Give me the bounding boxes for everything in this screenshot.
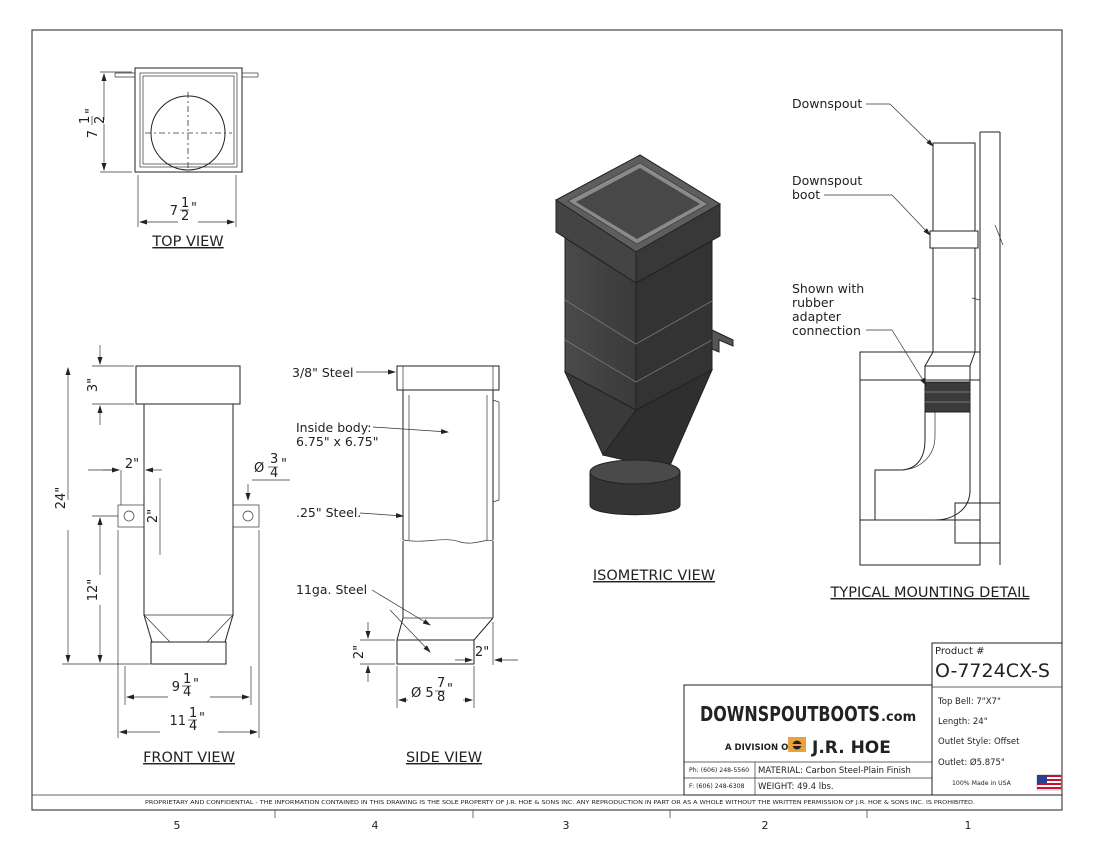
svg-text:9: 9 bbox=[172, 680, 180, 695]
svg-text:": " bbox=[199, 711, 205, 726]
top-view-title: TOP VIEW bbox=[151, 234, 223, 250]
side-view-offset-dimension: 2" bbox=[475, 645, 489, 660]
svg-text:11: 11 bbox=[169, 714, 186, 729]
material-spec: MATERIAL: Carbon Steel-Plain Finish bbox=[758, 766, 911, 776]
front-view-bell-dimension: 3" bbox=[86, 378, 101, 392]
svg-text:1: 1 bbox=[181, 196, 189, 211]
side-view-outlet-height-dimension: 2" bbox=[352, 645, 367, 659]
brand-logo: DOWNSPOUTBOOTS .com A DIVISION OF J.R. H… bbox=[700, 702, 916, 758]
mounting-label-adapter-line2: rubber bbox=[792, 295, 835, 310]
side-label-body-steel: .25" Steel. bbox=[296, 505, 361, 520]
front-view-title: FRONT VIEW bbox=[143, 750, 235, 766]
product-number: O-7724CX-S bbox=[935, 660, 1050, 682]
side-view-outlet-dimension: Ø 5 7 8 " bbox=[411, 676, 453, 705]
mounting-label-adapter-line1: Shown with bbox=[792, 281, 864, 296]
svg-text:2: 2 bbox=[181, 209, 189, 224]
front-view-inner-width-dimension: 9 1 4 " bbox=[172, 672, 199, 700]
svg-text:": " bbox=[84, 108, 99, 114]
svg-text:8: 8 bbox=[437, 690, 445, 705]
side-view-title: SIDE VIEW bbox=[406, 750, 482, 766]
side-label-inside-body-line2: 6.75" x 6.75" bbox=[296, 434, 379, 449]
front-view-lower-dimension: 12" bbox=[86, 579, 101, 602]
zone-label-3: 3 bbox=[563, 819, 570, 832]
front-view-slot-offset-dimension: 2" bbox=[125, 457, 139, 472]
svg-text:7: 7 bbox=[170, 204, 178, 219]
svg-text:1: 1 bbox=[183, 672, 191, 687]
zone-label-2: 2 bbox=[762, 819, 769, 832]
zone-label-4: 4 bbox=[372, 819, 379, 832]
svg-text:": " bbox=[191, 201, 197, 216]
zone-ticks bbox=[274, 810, 868, 818]
svg-text:A DIVISION OF: A DIVISION OF bbox=[725, 743, 794, 753]
svg-text:": " bbox=[193, 677, 199, 692]
svg-text:3: 3 bbox=[270, 452, 278, 467]
length-spec: Length: 24" bbox=[938, 717, 988, 727]
side-label-bell-steel: 3/8" Steel bbox=[292, 365, 354, 380]
mounting-label-downspout: Downspout bbox=[792, 96, 862, 111]
made-in-usa-label: 100% Made in USA bbox=[952, 780, 1012, 787]
front-view-slot-length-dimension: 2" bbox=[146, 509, 161, 523]
svg-text:": " bbox=[447, 682, 453, 697]
isometric-boot-render bbox=[555, 154, 734, 516]
fax-number: F: (606) 248-6308 bbox=[689, 783, 745, 790]
svg-text:7: 7 bbox=[437, 676, 445, 691]
svg-text:4: 4 bbox=[270, 466, 278, 481]
mounting-label-adapter-line3: adapter bbox=[792, 309, 842, 324]
svg-text:4: 4 bbox=[183, 685, 191, 700]
front-view-outer-width-dimension: 11 1 4 " bbox=[169, 706, 205, 734]
svg-text:1: 1 bbox=[78, 116, 93, 124]
svg-text:J.R. HOE: J.R. HOE bbox=[811, 738, 891, 758]
mounting-label-boot-line1: Downspout bbox=[792, 173, 862, 188]
side-label-inside-body-line1: Inside body: bbox=[296, 420, 371, 435]
zone-label-1: 1 bbox=[965, 819, 972, 832]
front-view-hole-dimension: Ø 3 4 " bbox=[254, 452, 287, 481]
svg-text:7: 7 bbox=[86, 130, 101, 138]
product-number-label: Product # bbox=[935, 646, 985, 657]
top-view-height-dimension: 7 1 2 " bbox=[78, 108, 108, 138]
svg-text:4: 4 bbox=[189, 719, 197, 734]
top-bell-spec: Top Bell: 7"X7" bbox=[937, 697, 1001, 707]
svg-text:.com: .com bbox=[881, 710, 916, 725]
top-view-width-dimension: 7 1 2 " bbox=[170, 196, 197, 224]
outer-border bbox=[31, 29, 1063, 811]
phone-number: Ph: (606) 248-5560 bbox=[689, 767, 749, 774]
zone-label-5: 5 bbox=[174, 819, 181, 832]
title-block-frame bbox=[683, 642, 1063, 796]
svg-text:Ø: Ø bbox=[254, 461, 264, 476]
weight-spec: WEIGHT: 49.4 lbs. bbox=[758, 782, 834, 792]
svg-text:": " bbox=[281, 457, 287, 472]
svg-text:2: 2 bbox=[93, 116, 108, 124]
svg-text:1: 1 bbox=[189, 706, 197, 721]
mounting-label-boot-line2: boot bbox=[792, 187, 820, 202]
top-view-drawing bbox=[100, 67, 259, 227]
proprietary-notice: PROPRIETARY AND CONFIDENTIAL - THE INFOR… bbox=[145, 800, 975, 806]
svg-text:Ø 5: Ø 5 bbox=[411, 686, 434, 701]
svg-text:DOWNSPOUTBOOTS: DOWNSPOUTBOOTS bbox=[700, 702, 880, 726]
mounting-detail-title: TYPICAL MOUNTING DETAIL bbox=[829, 585, 1029, 601]
isometric-view-title: ISOMETRIC VIEW bbox=[593, 568, 715, 584]
front-view-total-dimension: 24" bbox=[54, 487, 69, 510]
side-view-drawing bbox=[356, 365, 518, 708]
side-label-bottom-steel: 11ga. Steel bbox=[296, 582, 367, 597]
outlet-spec: Outlet: Ø5.875" bbox=[938, 757, 1005, 768]
mounting-detail-drawing bbox=[824, 103, 1004, 566]
us-flag-icon bbox=[1036, 774, 1062, 791]
mounting-label-adapter-line4: connection bbox=[792, 323, 861, 338]
front-view-drawing bbox=[62, 345, 290, 738]
outlet-style-spec: Outlet Style: Offset bbox=[938, 737, 1020, 747]
